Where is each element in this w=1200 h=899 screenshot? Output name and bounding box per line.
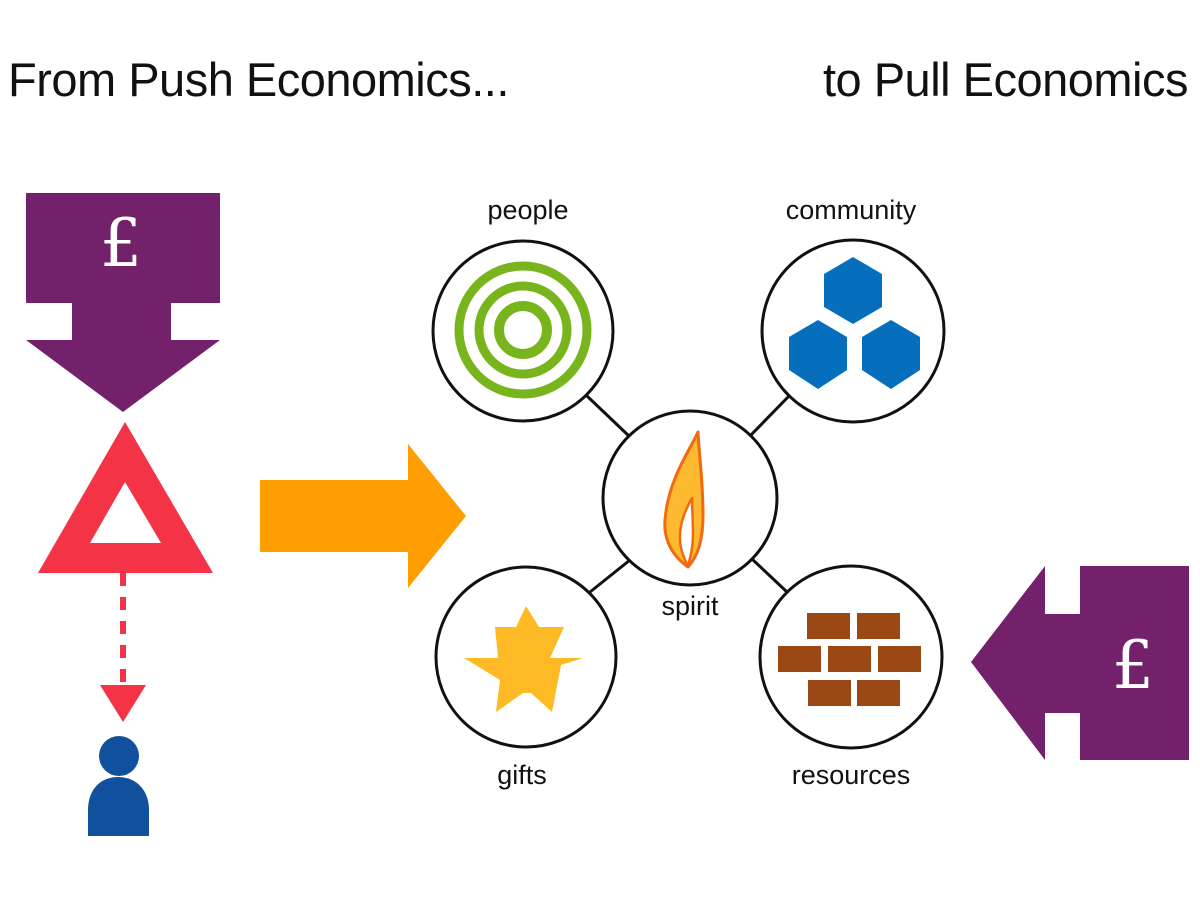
warning-triangle-icon [38,422,213,573]
warning-triangle-shape [38,422,213,573]
node-resources: resources [758,564,944,790]
person-icon [88,736,149,836]
transition-arrow-icon [260,444,466,588]
connector-gifts-spirit [589,558,631,594]
connector-people-spirit [585,394,632,439]
bricks-icon [778,613,921,706]
star-icon [464,606,583,712]
node-gifts-label: gifts [497,760,547,790]
hexagons-icon [789,257,920,389]
node-community-label: community [786,195,917,225]
title-push-economics: From Push Economics... [8,53,509,106]
node-resources-label: resources [792,760,911,790]
dashed-arrowhead [100,685,146,722]
title-pull-economics: to Pull Economics [822,53,1189,106]
node-community: community [760,195,946,424]
node-spirit-label: spirit [661,591,719,621]
person-body [88,777,149,836]
node-spirit: spirit [601,409,779,621]
flame-icon [663,430,705,569]
network-connectors [585,394,791,594]
dashed-down-arrow [100,573,146,722]
node-people-label: people [487,195,568,225]
pound-sign-push: £ [100,205,142,282]
node-gifts: gifts [434,565,618,790]
person-head [99,736,139,776]
node-people: people [431,195,615,423]
pull-money-arrow-shape [971,566,1189,760]
concentric-rings-icon [454,261,592,399]
push-money-arrow: £ [26,193,220,412]
pull-money-arrow: £ [971,566,1189,760]
connector-resources-spirit [750,557,789,594]
connector-community-spirit [748,394,791,438]
push-money-arrow-shape [26,193,220,412]
pound-sign-pull: £ [1112,627,1154,704]
